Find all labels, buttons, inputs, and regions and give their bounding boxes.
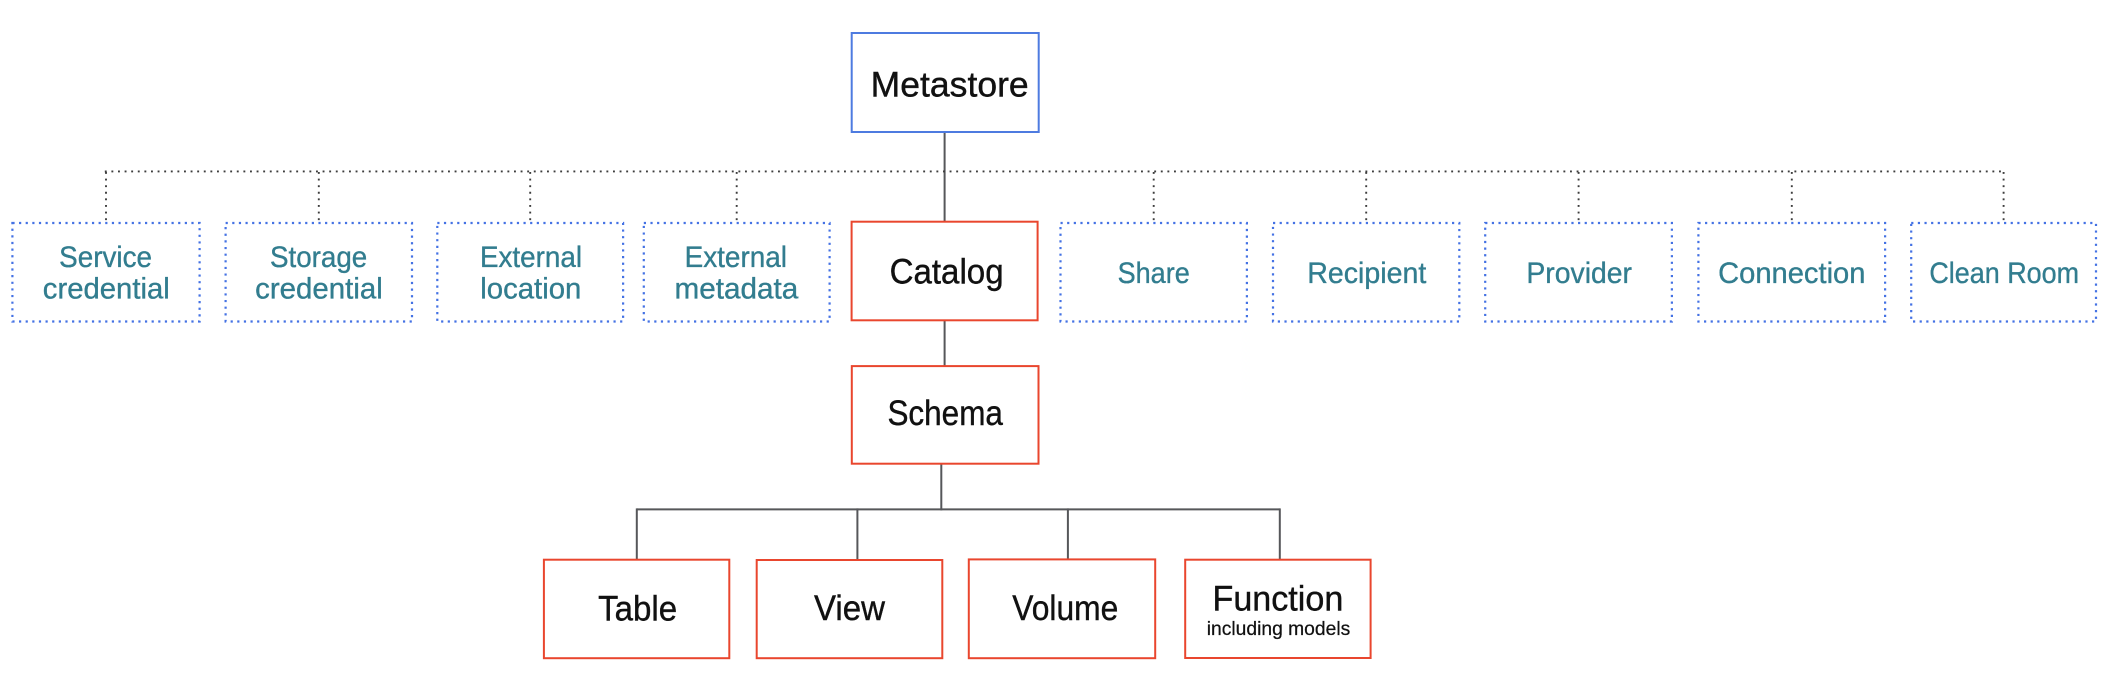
- svg-text:Storage: Storage: [270, 241, 367, 274]
- svg-text:External: External: [685, 241, 787, 274]
- svg-text:Metastore: Metastore: [871, 66, 1029, 105]
- svg-text:location: location: [480, 273, 581, 306]
- svg-text:Provider: Provider: [1526, 257, 1632, 290]
- svg-text:credential: credential: [43, 273, 170, 306]
- svg-text:Recipient: Recipient: [1307, 257, 1426, 290]
- svg-text:Service: Service: [59, 241, 152, 274]
- svg-text:Volume: Volume: [1012, 589, 1118, 628]
- svg-text:Table: Table: [598, 590, 677, 629]
- svg-text:Clean Room: Clean Room: [1929, 257, 2079, 290]
- svg-text:View: View: [814, 589, 886, 628]
- svg-text:including models: including models: [1207, 618, 1351, 640]
- svg-text:Share: Share: [1118, 257, 1190, 290]
- svg-text:Function: Function: [1213, 580, 1344, 619]
- svg-text:Catalog: Catalog: [890, 253, 1004, 292]
- svg-text:Schema: Schema: [887, 394, 1003, 433]
- svg-text:metadata: metadata: [675, 273, 799, 306]
- svg-text:credential: credential: [255, 273, 383, 306]
- svg-text:Connection: Connection: [1718, 257, 1865, 290]
- svg-text:External: External: [480, 241, 582, 274]
